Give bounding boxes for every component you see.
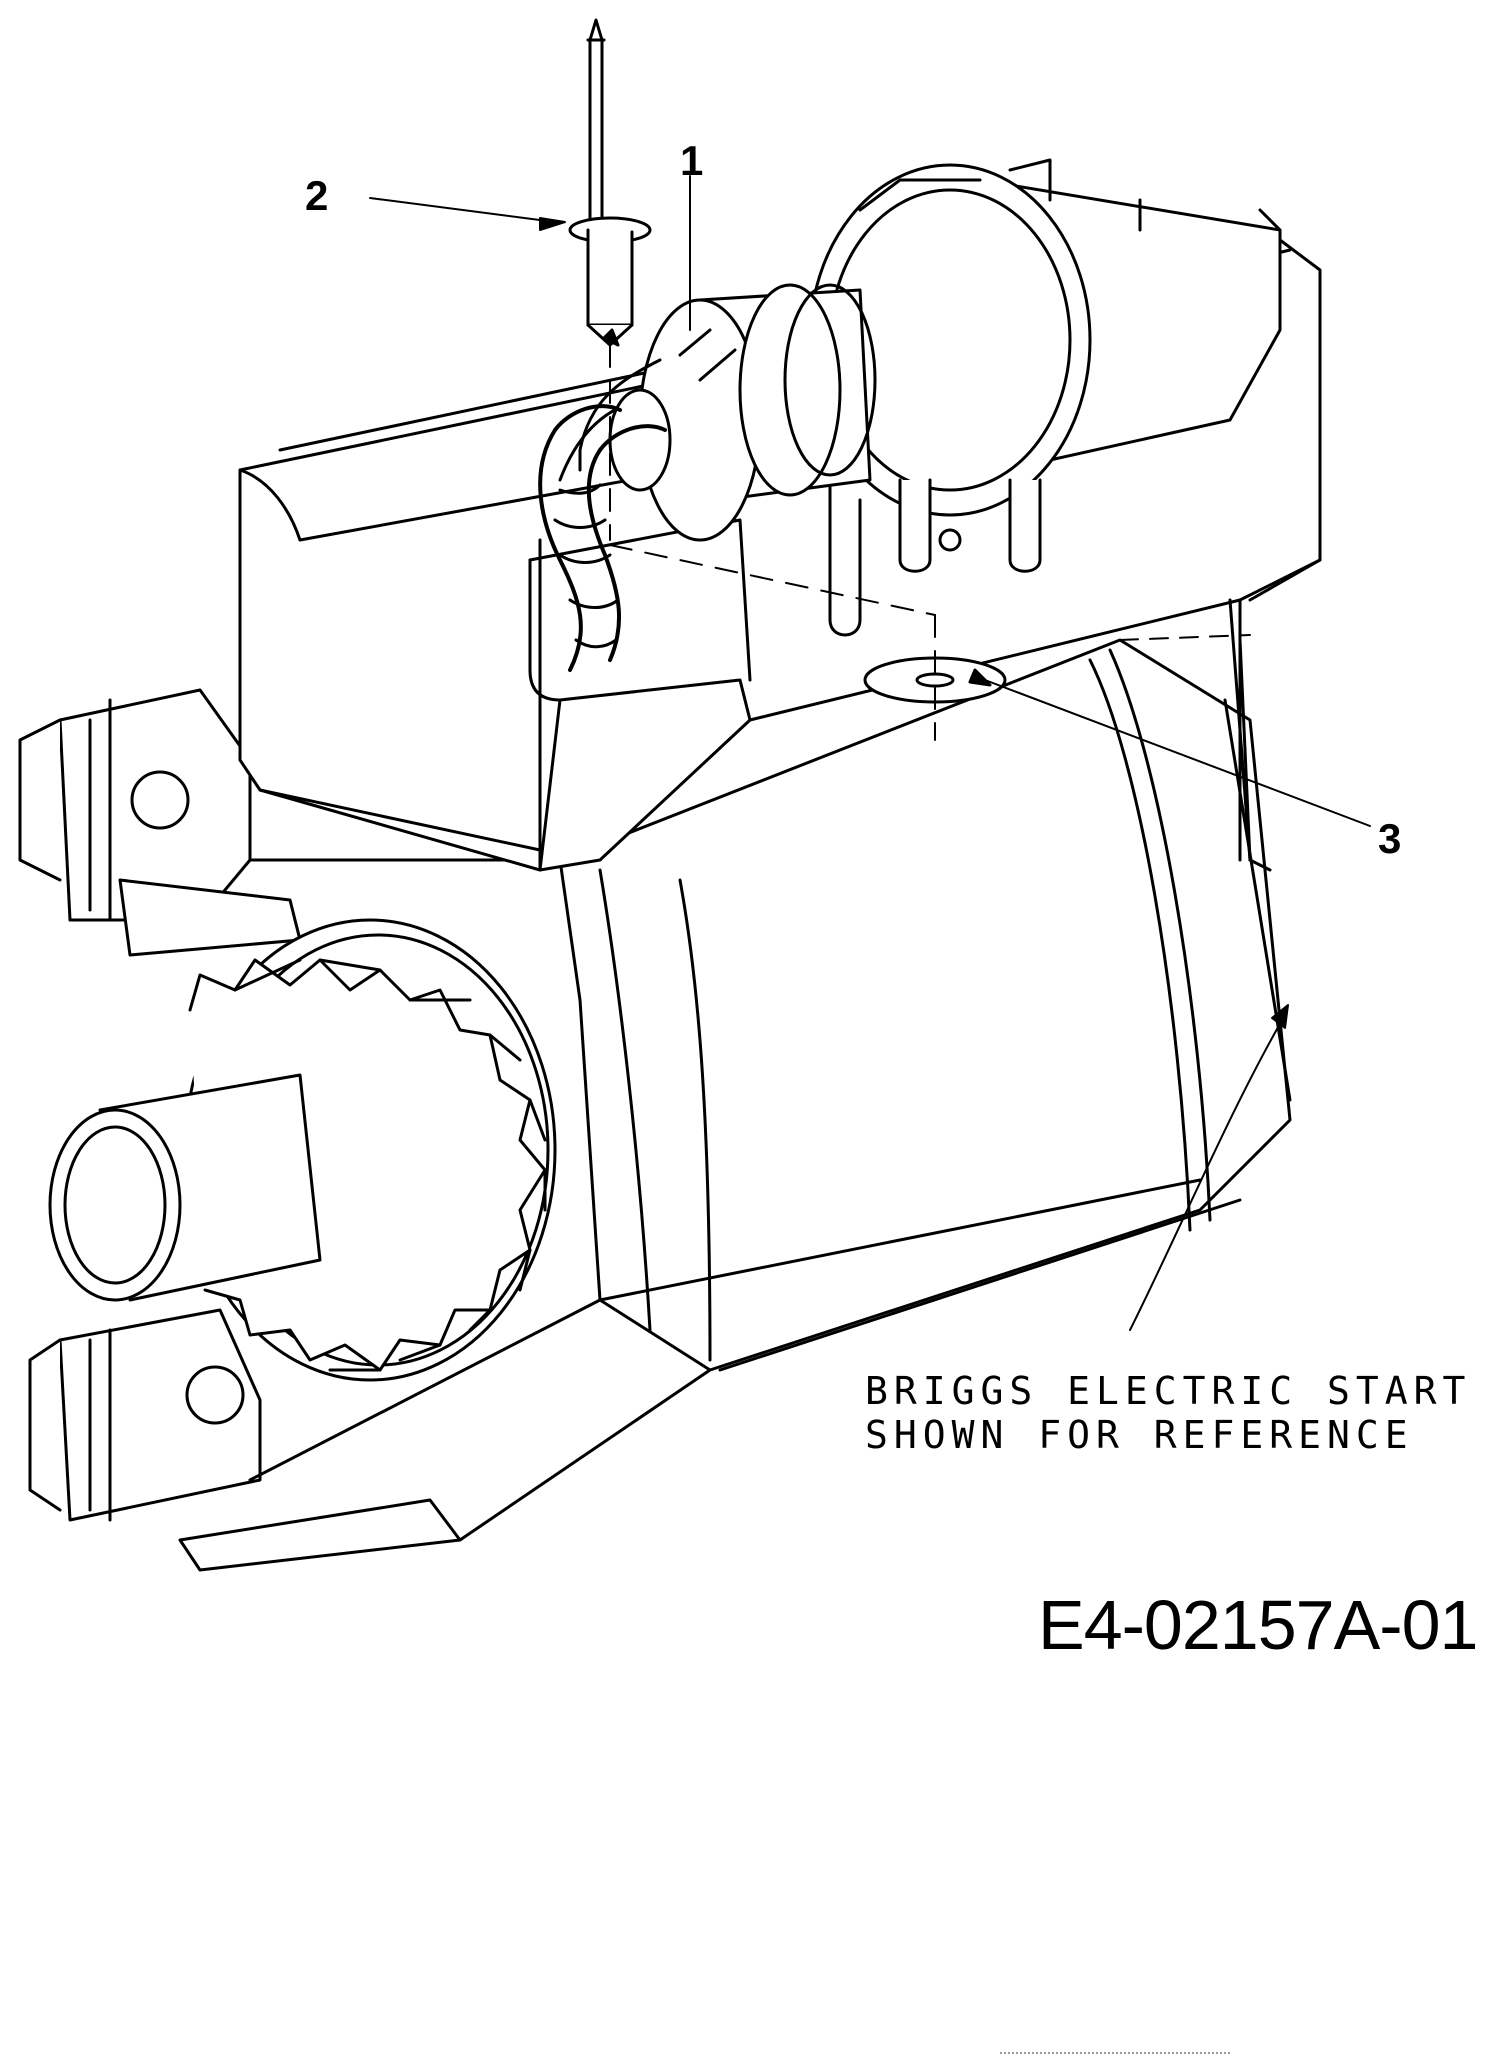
- callout-1: 1: [680, 137, 704, 184]
- leader-lines: [370, 176, 1370, 1330]
- figure-code: E4-02157A-01: [1038, 1586, 1478, 1664]
- note-line-1: BRIGGS ELECTRIC START: [865, 1369, 1472, 1413]
- plunger-boot: [560, 285, 875, 540]
- footer-divider: [1000, 2052, 1230, 2054]
- solenoid: [810, 160, 1280, 635]
- drive-shaft: [50, 1075, 320, 1300]
- note-line-2: SHOWN FOR REFERENCE: [865, 1412, 1414, 1457]
- reference-note: BRIGGS ELECTRIC START SHOWN FOR REFERENC…: [865, 1369, 1472, 1457]
- rivet: [570, 20, 650, 345]
- mounting-flange: [20, 690, 710, 1570]
- callout-3: 3: [1378, 815, 1402, 862]
- callout-2: 2: [305, 172, 329, 219]
- assembly-centerlines: [610, 345, 935, 740]
- battery-cable: [540, 330, 735, 670]
